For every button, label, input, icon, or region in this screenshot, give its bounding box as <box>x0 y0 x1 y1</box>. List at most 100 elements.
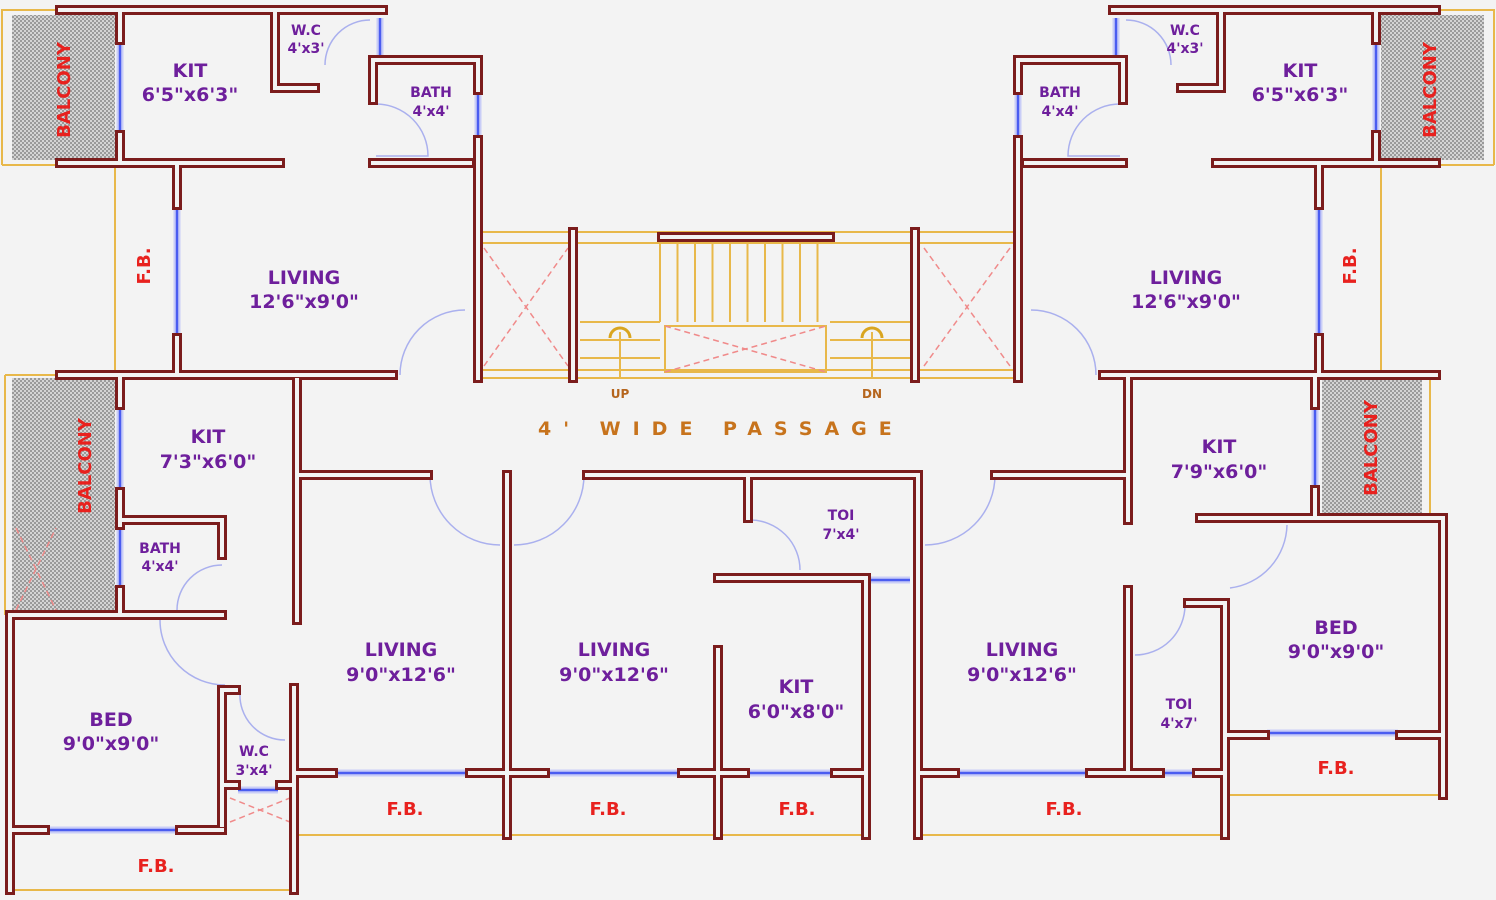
living-label: LIVING <box>578 639 650 661</box>
door-swing <box>375 103 429 157</box>
wall-core <box>273 8 317 90</box>
balcony-area <box>12 378 115 615</box>
balcony-hatch-layer <box>12 15 1484 615</box>
balcony-label: BALCONY <box>1361 399 1382 496</box>
door-swing <box>1030 309 1097 376</box>
wall-core <box>8 613 224 892</box>
wall-core <box>1186 601 1227 837</box>
bath-size: 4'x4' <box>141 559 178 575</box>
kit-label: KIT <box>191 426 226 448</box>
kit-label: KIT <box>1202 436 1237 458</box>
kit-size: 6'0"x8'0" <box>748 701 845 723</box>
door-swing <box>176 564 223 611</box>
door-swing <box>399 309 466 376</box>
kit-size: 6'5"x6'3" <box>142 84 239 106</box>
kit-label: KIT <box>173 60 208 82</box>
stair-arrow-icon <box>608 326 632 339</box>
bath-size: 4'x4' <box>412 104 449 120</box>
wc-label: W.C <box>291 23 321 39</box>
fb-bed-label: F.B. <box>137 856 174 877</box>
living-size: 9'0"x12'6" <box>346 664 456 686</box>
wc-size: 4'x3' <box>287 41 324 57</box>
balcony-label: BALCONY <box>54 41 75 138</box>
wall-core <box>1016 58 1125 102</box>
living-label: LIVING <box>1150 267 1222 289</box>
stair-landing <box>664 325 827 373</box>
door-swing <box>1067 103 1121 157</box>
living-label: LIVING <box>986 639 1058 661</box>
wall-core <box>585 473 920 837</box>
bed-label: BED <box>1314 617 1357 639</box>
wc-size: 3'x4' <box>235 763 272 779</box>
wall-core <box>220 688 238 827</box>
bath-label: BATH <box>139 541 181 557</box>
shaft-cross <box>229 797 291 823</box>
door-swing <box>924 474 996 546</box>
shaft-cross <box>483 247 569 367</box>
unit-top-right: W.C 4'x3' KIT 6'5"x6'3" BATH 4'x4' BALCO… <box>1039 23 1441 313</box>
fb-kit-label: F.B. <box>778 799 815 820</box>
living-size: 12'6"x9'0" <box>1131 291 1241 313</box>
kit-label: KIT <box>1283 60 1318 82</box>
fb-label: F.B. <box>134 247 155 284</box>
fb-label: F.B. <box>1340 247 1361 284</box>
kit-size: 6'5"x6'3" <box>1252 84 1349 106</box>
door-swing <box>324 19 371 66</box>
wall-core <box>1179 8 1223 90</box>
bath-size: 4'x4' <box>1041 104 1078 120</box>
wall-core <box>371 58 480 102</box>
windows <box>47 18 1398 834</box>
wc-label: W.C <box>239 744 269 760</box>
staircase <box>15 243 1011 823</box>
bed-label: BED <box>89 709 132 731</box>
fb-living-label: F.B. <box>1045 799 1082 820</box>
living-size: 9'0"x12'6" <box>559 664 669 686</box>
fb-living-label: F.B. <box>589 799 626 820</box>
door-swing <box>239 691 286 741</box>
unit-bottom-left: KIT 7'3"x6'0" BALCONY BATH 4'x4' BED 9'0… <box>63 417 456 877</box>
balcony-area <box>12 15 115 160</box>
living-size: 9'0"x12'6" <box>967 664 1077 686</box>
wall-core <box>1198 516 1445 797</box>
shaft-cross <box>15 527 57 611</box>
kit-size: 7'9"x6'0" <box>1171 461 1268 483</box>
balcony-label: BALCONY <box>1420 41 1441 138</box>
living-label: LIVING <box>268 267 340 289</box>
toi-label: TOI <box>828 508 855 524</box>
walls <box>5 5 1448 895</box>
living-size: 12'6"x9'0" <box>249 291 359 313</box>
bed-size: 9'0"x9'0" <box>63 733 160 755</box>
toi-label: TOI <box>1166 697 1193 713</box>
kit-size: 7'3"x6'0" <box>160 451 257 473</box>
door-swing <box>159 619 226 686</box>
bed-size: 9'0"x9'0" <box>1288 641 1385 663</box>
wc-size: 4'x3' <box>1166 41 1203 57</box>
kit-label: KIT <box>779 676 814 698</box>
wall-core <box>118 518 224 557</box>
wall <box>217 685 241 830</box>
door-swing <box>749 519 801 571</box>
unit-top-left: W.C 4'x3' KIT 6'5"x6'3" BATH 4'x4' BALCO… <box>54 23 452 313</box>
shaft-cross <box>664 325 827 373</box>
unit-bottom-middle: LIVING 9'0"x12'6" TOI 7'x4' KIT 6'0"x8'0… <box>559 508 859 820</box>
fb-bed-label: F.B. <box>1317 758 1354 779</box>
wc-label: W.C <box>1170 23 1200 39</box>
toi-size: 4'x7' <box>1160 716 1197 732</box>
unit-bottom-right: LIVING 9'0"x12'6" KIT 7'9"x6'0" BALCONY … <box>967 399 1384 820</box>
bath-label: BATH <box>410 85 452 101</box>
door-swing <box>1134 604 1186 656</box>
door-swing <box>513 474 585 546</box>
living-label: LIVING <box>365 639 437 661</box>
bath-label: BATH <box>1039 85 1081 101</box>
down-label: DN <box>862 387 882 401</box>
passage-label: 4' WIDE PASSAGE <box>538 418 904 440</box>
shaft-cross <box>923 247 1011 367</box>
passage: UP DN 4' WIDE PASSAGE <box>538 387 904 440</box>
wall-core <box>716 576 868 837</box>
balcony-area <box>1381 15 1484 160</box>
door-swings <box>159 19 1288 741</box>
balcony-area <box>1322 380 1422 515</box>
fb-living-label: F.B. <box>386 799 423 820</box>
toi-size: 7'x4' <box>822 527 859 543</box>
